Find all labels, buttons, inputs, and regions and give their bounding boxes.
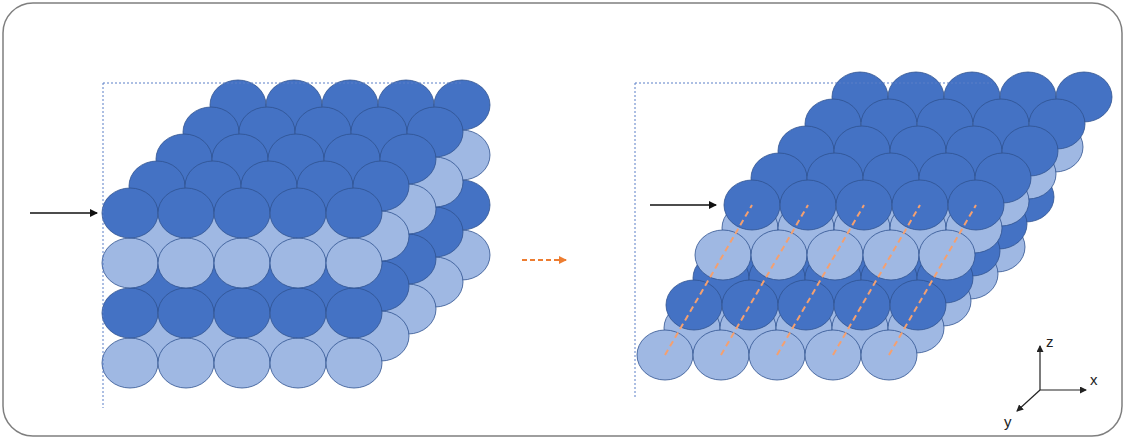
shear-guide xyxy=(777,205,864,355)
reference-line xyxy=(103,83,104,408)
sphere xyxy=(214,188,270,238)
sphere xyxy=(214,288,270,338)
sheared-layers xyxy=(637,72,1112,380)
sphere xyxy=(326,238,382,288)
sphere xyxy=(778,280,834,330)
sphere xyxy=(666,280,722,330)
shear-guide xyxy=(665,205,752,355)
sphere xyxy=(214,338,270,388)
sphere xyxy=(158,238,214,288)
axis-x xyxy=(1040,389,1086,390)
shear-guide xyxy=(721,205,808,355)
axis-label: x xyxy=(1090,372,1098,387)
axis-label: y xyxy=(1004,414,1012,429)
sphere xyxy=(270,188,326,238)
sphere xyxy=(890,280,946,330)
sphere xyxy=(102,288,158,338)
layer-arrow xyxy=(30,212,97,214)
sphere xyxy=(158,188,214,238)
axis-z xyxy=(1039,346,1040,390)
layer-arrow xyxy=(650,204,716,206)
frame xyxy=(3,3,1122,436)
sphere xyxy=(326,338,382,388)
sphere xyxy=(158,288,214,338)
sphere xyxy=(270,338,326,388)
shear-guide xyxy=(889,205,976,355)
sphere xyxy=(214,238,270,288)
reference-line xyxy=(103,83,462,84)
sphere xyxy=(102,188,158,238)
sphere xyxy=(270,288,326,338)
sphere xyxy=(722,280,778,330)
sphere xyxy=(326,288,382,338)
sphere xyxy=(834,280,890,330)
transform-arrow xyxy=(522,259,566,261)
sphere xyxy=(102,238,158,288)
shear-guide-lines xyxy=(665,205,976,355)
stacked-layers xyxy=(102,80,490,388)
reference-line xyxy=(635,83,636,398)
axis-y xyxy=(1017,390,1040,411)
shear-guide xyxy=(833,205,920,355)
sphere xyxy=(158,338,214,388)
axis-label: z xyxy=(1046,334,1054,349)
sphere xyxy=(102,338,158,388)
sphere xyxy=(326,188,382,238)
reference-line xyxy=(635,83,992,84)
sphere xyxy=(270,238,326,288)
